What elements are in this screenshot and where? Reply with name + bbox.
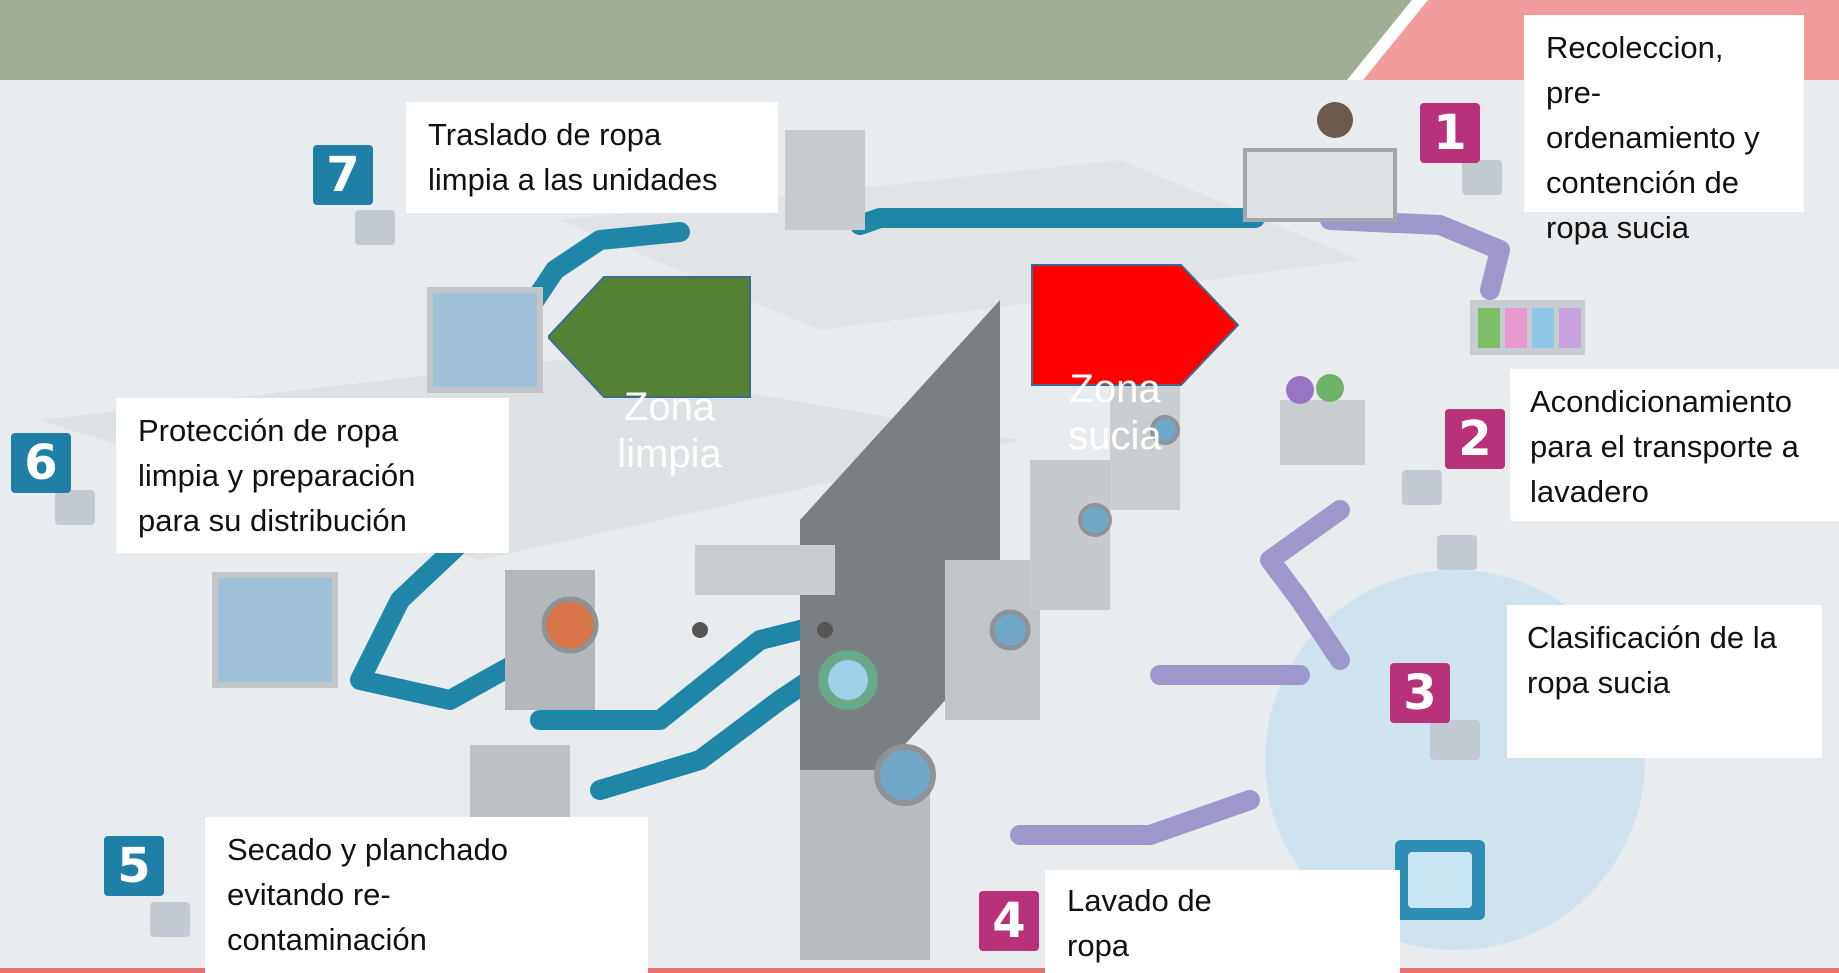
- dirty-zone-label: Zona sucia: [1031, 264, 1239, 458]
- step-5-badge: 5: [104, 836, 164, 896]
- step-1-description: Recoleccion, pre- ordenamiento y contenc…: [1524, 15, 1804, 245]
- dirty-linen-bins: [1470, 300, 1585, 355]
- clean-zone-label: Zona limpia: [548, 276, 751, 476]
- step-4-badge: 4: [979, 891, 1039, 951]
- hospital-bed: [1243, 102, 1397, 222]
- step-3-description: Clasificación de la ropa sucia: [1507, 605, 1822, 758]
- washing-machines: [800, 300, 1180, 960]
- step-3-badge: 3: [1390, 663, 1450, 723]
- step-pictograms: [55, 160, 1502, 937]
- clean-cart: [692, 545, 835, 638]
- step-7-badge: 7: [313, 145, 373, 205]
- step-2-description: Acondicionamiento para el transporte a l…: [1510, 369, 1839, 521]
- step-7-description: Traslado de ropa limpia a las unidades: [406, 102, 778, 213]
- dirty-path: [1010, 210, 1510, 845]
- step-2-badge: 2: [1445, 409, 1505, 469]
- step-6-badge: 6: [11, 433, 71, 493]
- transport-cart: [1280, 374, 1365, 465]
- step-1-badge: 1: [1420, 103, 1480, 163]
- step-5-description: Secado y planchado evitando re- contamin…: [205, 817, 648, 973]
- step-4-description: Lavado de ropa: [1045, 870, 1400, 973]
- clean-linen-cabinets: [212, 130, 865, 688]
- footer-line: [0, 968, 1839, 973]
- step-6-description: Protección de ropa limpia y preparación …: [116, 398, 509, 553]
